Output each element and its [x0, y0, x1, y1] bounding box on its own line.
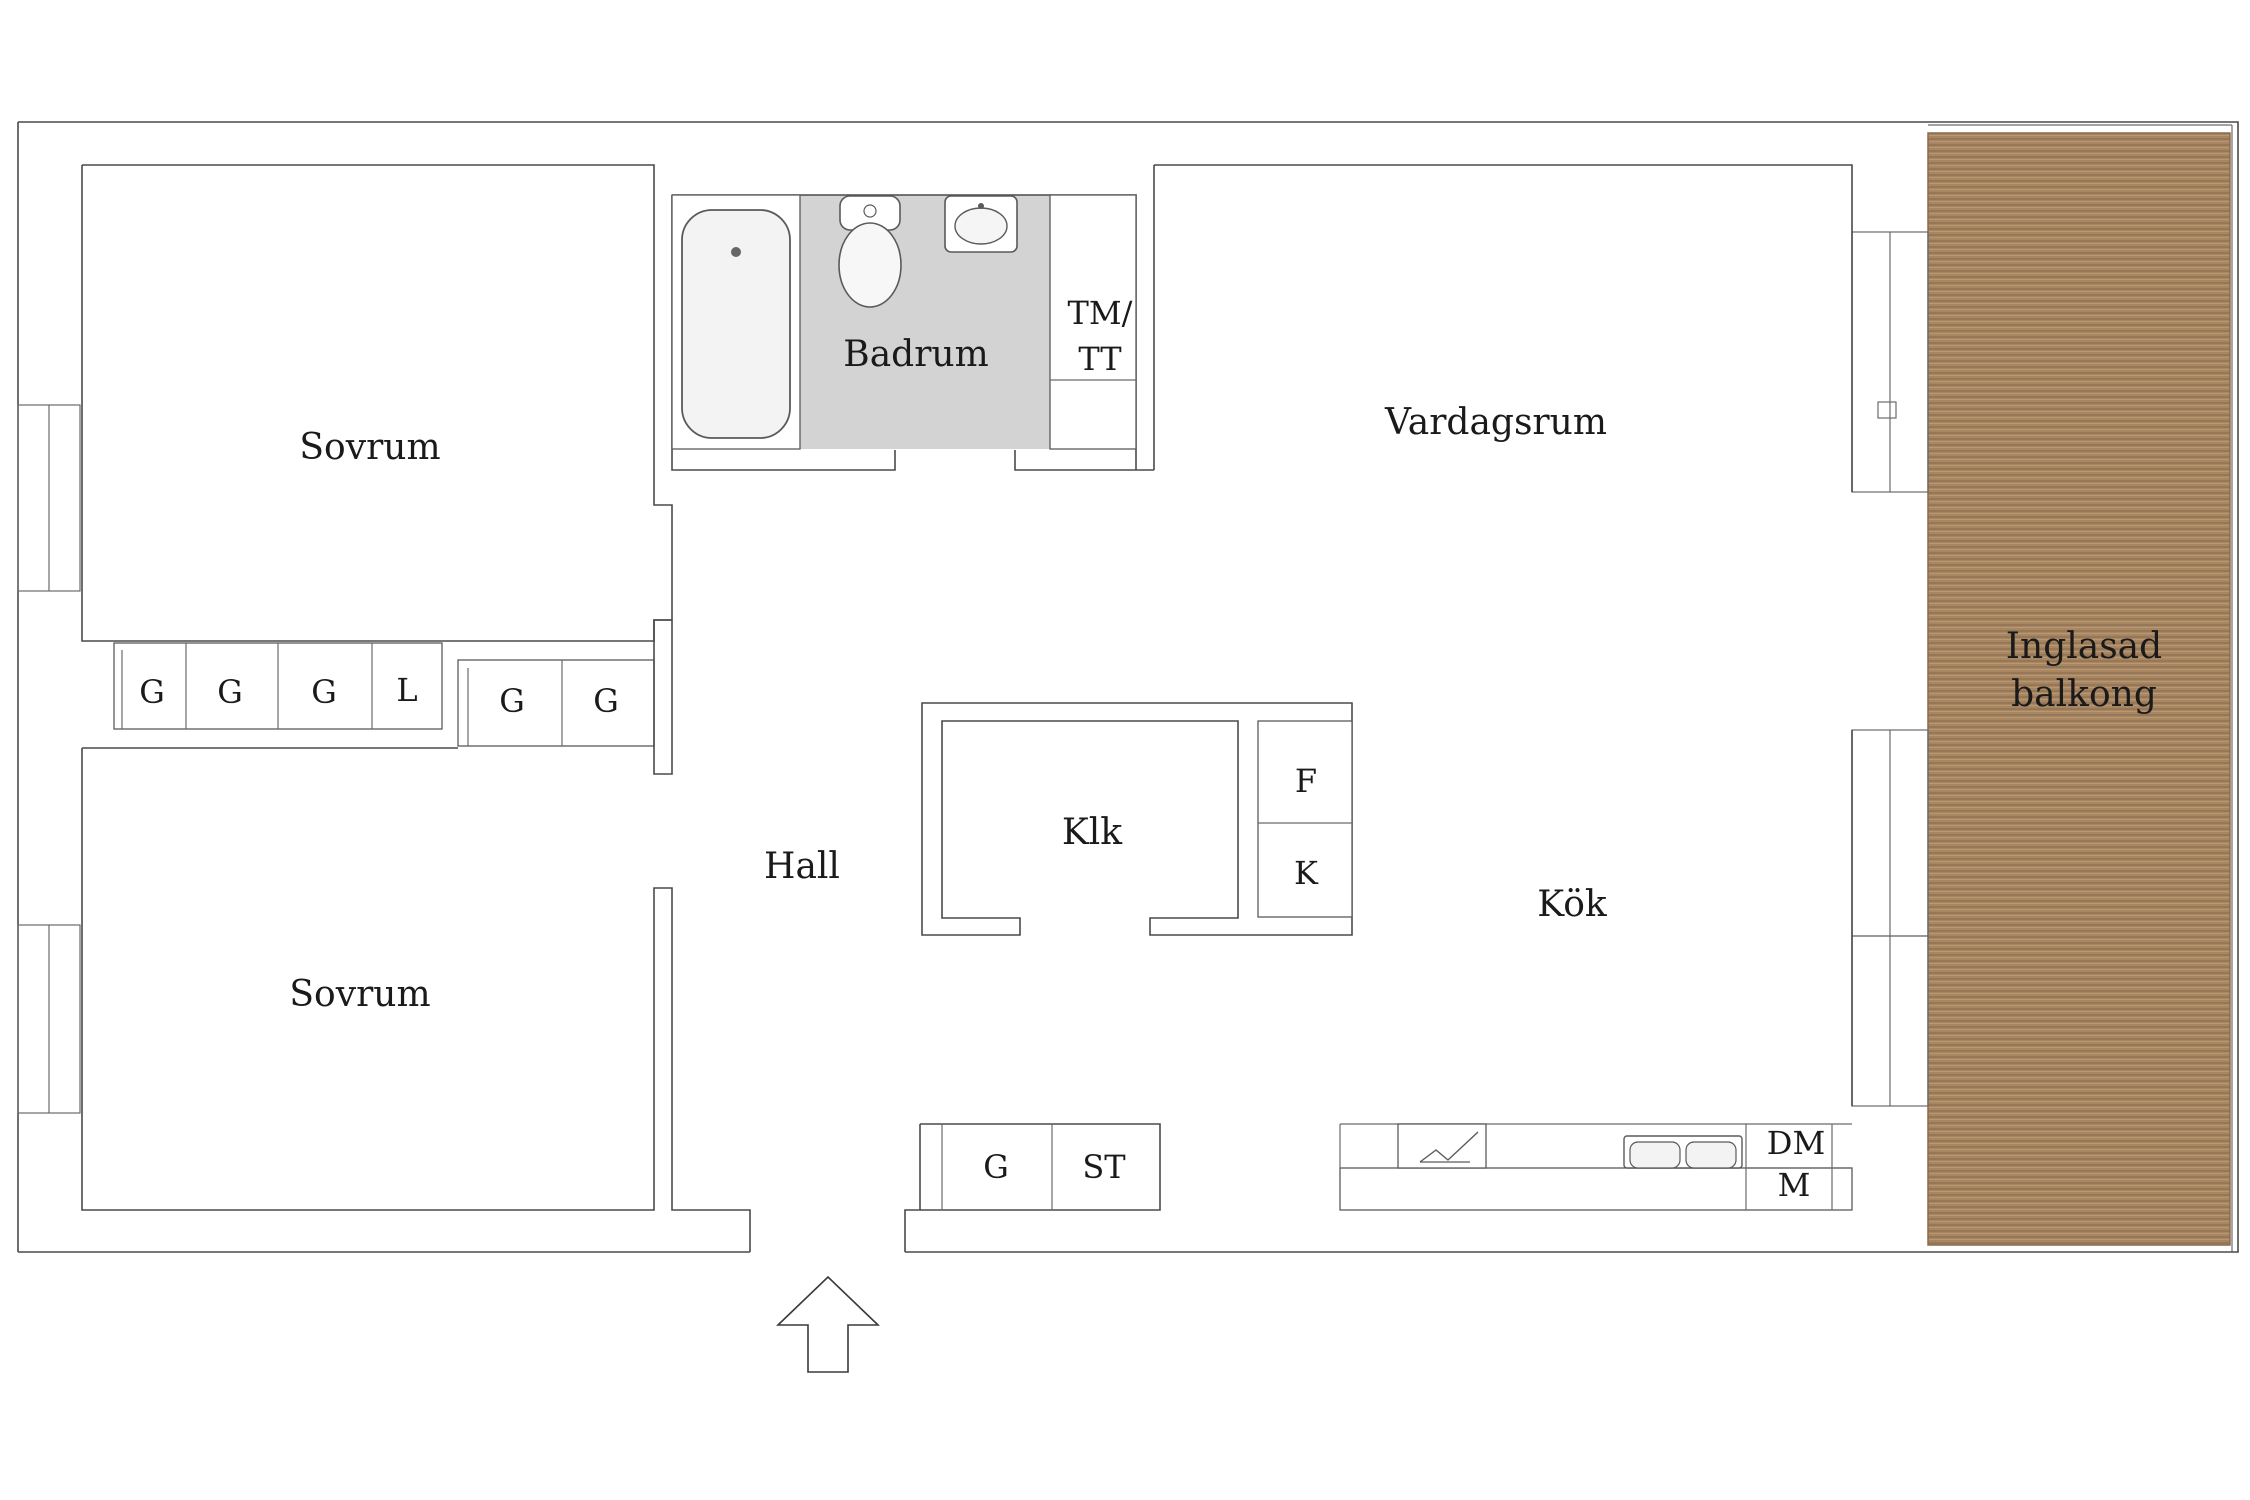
balcony-floor: [1927, 132, 2231, 1246]
storage-label-hall-wardrobe: G: [983, 1148, 1009, 1186]
appliance-label-dishwasher-line1: DM: [1767, 1124, 1825, 1162]
window-right-top: [1851, 231, 1929, 493]
room-label-balcony-line2: balkong: [2011, 674, 2157, 715]
storage-label-linen: L: [396, 671, 417, 709]
appliance-label-dishwasher-line2: M: [1778, 1166, 1811, 1204]
outer-wall-outline: [18, 121, 2239, 1253]
hall-entrance-walls: [904, 1124, 921, 1252]
room-label-bathroom: Badrum: [843, 334, 989, 375]
fridge-freezer-unit: [1257, 720, 1353, 918]
room-label-kitchen: Kök: [1537, 884, 1608, 925]
room-label-hall: Hall: [764, 846, 840, 887]
appliance-label-washer-line1: TM/: [1068, 294, 1133, 332]
window-left-top: [17, 404, 81, 592]
room-label-living-room: Vardagsrum: [1384, 402, 1607, 443]
window-right-bottom: [1851, 935, 1929, 1107]
bedroom-top-walls: [81, 164, 673, 642]
storage-label-wardrobe-1: G: [139, 673, 165, 711]
storage-label-cleaning: ST: [1082, 1148, 1126, 1186]
kitchen-counter: [1339, 1123, 1853, 1211]
room-label-klk: Klk: [1062, 812, 1123, 853]
room-label-bedroom-bottom: Sovrum: [289, 974, 430, 1015]
toilet-icon: [838, 195, 902, 308]
storage-label-wardrobe-2: G: [217, 673, 243, 711]
appliance-label-washer-line2: TT: [1078, 340, 1122, 378]
appliance-label-fridge: F: [1295, 762, 1317, 800]
appliance-label-freezer: K: [1294, 854, 1319, 892]
washer-dryer-cabinet: [1049, 194, 1137, 450]
kitchen-island: [921, 702, 1353, 936]
bedroom-bottom-walls: [81, 747, 751, 1252]
bathtub-icon: [681, 209, 791, 439]
wardrobes-row-right: [457, 619, 673, 775]
sink-icon: [944, 195, 1018, 253]
room-label-balcony-line1: Inglasad: [2006, 626, 2162, 667]
storage-label-wardrobe-4: G: [499, 682, 525, 720]
storage-label-wardrobe-5: G: [593, 682, 619, 720]
wardrobes-row-left: [113, 642, 443, 730]
room-label-bedroom-top: Sovrum: [299, 427, 440, 468]
kitchen-sink-icon: [1623, 1135, 1743, 1169]
storage-label-wardrobe-3: G: [311, 673, 337, 711]
stove-icon: [1397, 1123, 1487, 1169]
bathtub-drain-icon: [731, 247, 741, 257]
living-room-walls: [1154, 164, 1853, 1106]
entrance-arrow-icon: [776, 1275, 880, 1373]
window-right-mid: [1851, 729, 1929, 937]
window-left-bottom: [17, 924, 81, 1114]
hall-closets: [920, 1123, 1161, 1211]
